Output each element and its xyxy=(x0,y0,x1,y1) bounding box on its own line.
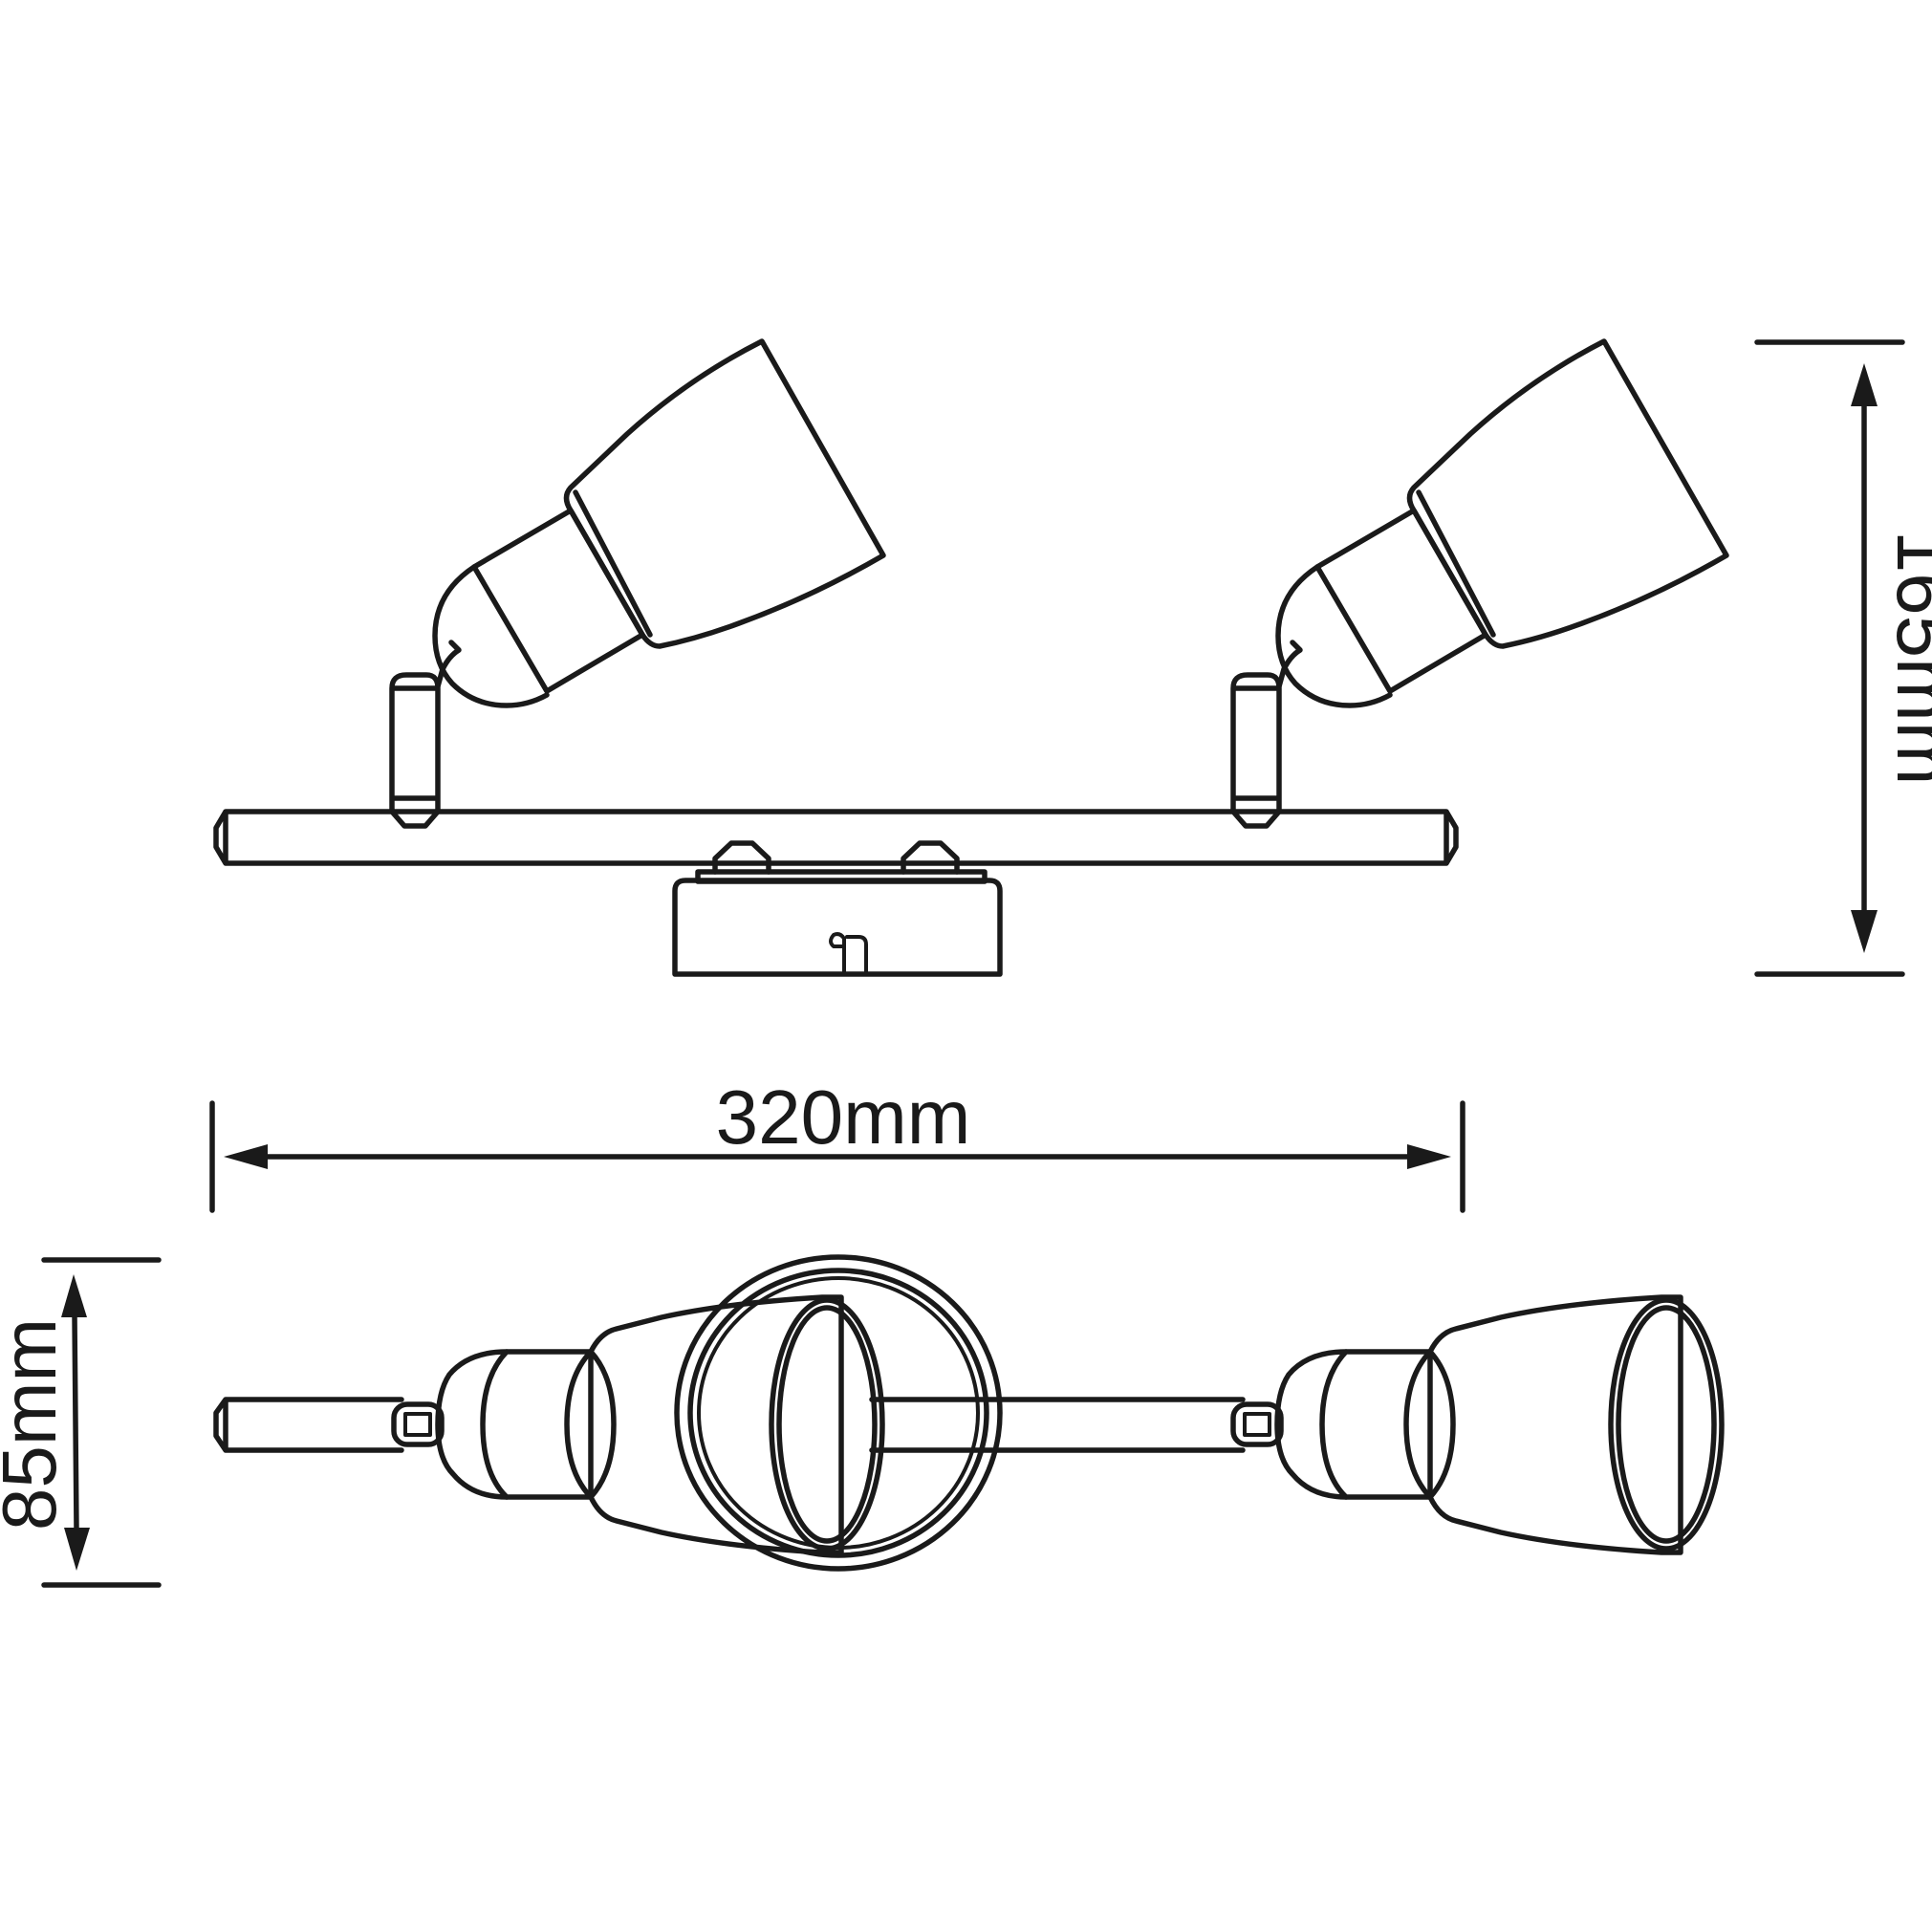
side-left-socket xyxy=(471,508,645,694)
side-canopy-box xyxy=(672,878,1003,977)
side-bracket-clips xyxy=(712,840,960,875)
side-view xyxy=(213,338,1729,977)
side-right-socket xyxy=(1314,508,1488,694)
top-left-ball xyxy=(435,1349,510,1500)
top-left-socket xyxy=(480,1349,594,1500)
top-right-ball xyxy=(1274,1349,1349,1500)
width-label: 320mm xyxy=(716,1075,971,1160)
side-right-shade xyxy=(1406,338,1729,649)
side-right-arm xyxy=(1230,672,1282,829)
top-left-knob xyxy=(391,1401,445,1447)
top-canopy-ring-outer xyxy=(674,1254,1003,1572)
top-right-knob xyxy=(1230,1401,1284,1447)
width-arrow-left xyxy=(224,1144,268,1169)
width-dimension: 320mm xyxy=(209,1075,1465,1213)
depth-label: 85mm xyxy=(0,1318,72,1530)
side-bar xyxy=(213,809,1459,866)
side-right-ball xyxy=(1275,564,1393,708)
top-bar-left xyxy=(213,1397,404,1453)
top-right-knob-inner xyxy=(1243,1412,1271,1437)
top-left-shade-rim-inner xyxy=(776,1305,878,1544)
top-view xyxy=(213,1254,1725,1572)
top-right-socket xyxy=(1319,1349,1433,1500)
top-right-shade xyxy=(1403,1294,1683,1555)
height-dimension: 165mm xyxy=(1754,339,1932,977)
top-bar-middle xyxy=(869,1397,1246,1453)
top-left-shade xyxy=(564,1294,844,1555)
width-arrow-right xyxy=(1407,1144,1451,1169)
top-right-shade-rim-outer xyxy=(1608,1297,1725,1552)
side-canopy-switch xyxy=(829,932,868,976)
top-left-shade-rim-outer xyxy=(769,1297,885,1552)
depth-arrow-top xyxy=(61,1274,87,1317)
side-left-shade xyxy=(563,338,886,649)
height-side-label: 165mm xyxy=(1881,531,1932,786)
side-left-arm xyxy=(389,672,441,829)
depth-arrow-bottom xyxy=(64,1528,90,1571)
depth-dimension-line xyxy=(72,1313,79,1532)
height-arrow-top xyxy=(1851,363,1878,406)
top-left-knob-inner xyxy=(403,1412,432,1437)
height-arrow-bottom xyxy=(1851,910,1878,953)
depth-dimension: 85mm xyxy=(0,1257,162,1588)
top-right-shade-rim-inner xyxy=(1616,1305,1717,1544)
side-left-ball xyxy=(432,564,550,708)
top-canopy-ring-inner xyxy=(687,1268,989,1558)
top-canopy-ring-core xyxy=(697,1276,980,1550)
